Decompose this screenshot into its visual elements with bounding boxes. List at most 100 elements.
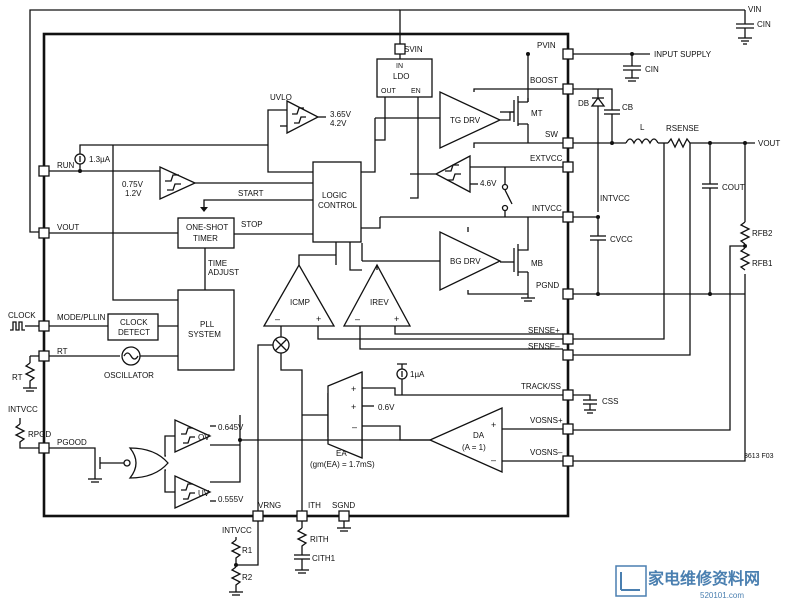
rsense-label: RSENSE — [666, 124, 699, 133]
ss-current-label: 1µA — [410, 370, 425, 379]
cin-label: CIN — [645, 65, 659, 74]
pgnd-label: PGND — [536, 281, 559, 290]
svg-text:–: – — [355, 314, 360, 324]
icmp-label: ICMP — [290, 298, 310, 307]
track-ss-label: TRACK/SS — [521, 382, 561, 391]
vosns-n-label: VOSNS– — [530, 448, 563, 457]
rt-label: RT — [12, 373, 23, 382]
ldo-en-label: EN — [411, 88, 421, 95]
pin-pvin — [562, 48, 574, 60]
ea-label: EA — [336, 449, 347, 458]
uvlo-v1-label: 3.65V — [330, 110, 352, 119]
irev-comparator — [342, 263, 412, 327]
oneshot-label-2: TIMER — [193, 234, 218, 243]
rfb2-label: RFB2 — [752, 229, 773, 238]
svg-text:–: – — [275, 314, 280, 324]
uv-label: UV — [198, 489, 210, 498]
run-current-label: 1.3µA — [89, 155, 111, 164]
run-v2-label: 1.2V — [125, 189, 142, 198]
logic-control — [312, 161, 362, 243]
pgood-label: PGOOD — [57, 438, 87, 447]
rith-label: RITH — [310, 535, 329, 544]
vrng-label: VRNG — [258, 501, 281, 510]
input-supply-label: INPUT SUPPLY — [654, 50, 712, 59]
pin-vrng — [252, 510, 264, 522]
pll-system — [177, 289, 235, 371]
irev-label: IREV — [370, 298, 389, 307]
run-v1-label: 0.75V — [122, 180, 144, 189]
mode-pllin-label: MODE/PLLIN — [57, 313, 106, 322]
extvcc-label: EXTVCC — [530, 154, 563, 163]
watermark: 家电维修资料网 520101.com — [615, 565, 760, 600]
l-label: L — [640, 123, 645, 132]
intvcc-left-label: INTVCC — [8, 405, 38, 414]
clock-detect — [107, 313, 159, 341]
one-shot-timer — [177, 217, 235, 249]
boost-label: BOOST — [530, 76, 558, 85]
uvlo-v2-label: 4.2V — [330, 119, 347, 128]
tg-drv — [439, 90, 502, 150]
vosns-p-label: VOSNS+ — [530, 416, 563, 425]
pin-vout — [38, 227, 50, 239]
vin-rail: VIN CIN — [29, 5, 771, 233]
rpgd-resistor — [14, 423, 39, 449]
da-label: DA — [473, 431, 485, 440]
ldo-block — [376, 58, 433, 98]
r2-label: R2 — [242, 573, 253, 582]
sense-p-label: SENSE+ — [528, 326, 560, 335]
extvcc-v-label: 4.6V — [480, 179, 497, 188]
svin-label: SVIN — [404, 45, 423, 54]
cin-top-label: CIN — [757, 20, 771, 29]
mt-label: MT — [531, 109, 543, 118]
mosfet-mb: MB — [500, 244, 543, 302]
icmp-comparator — [262, 263, 336, 327]
mosfet-mt: MT — [500, 54, 543, 143]
rfb1-label: RFB1 — [752, 259, 773, 268]
pin-vosns-p — [562, 423, 574, 435]
svg-text:–: – — [491, 455, 496, 465]
extvcc-comparator — [434, 154, 471, 194]
svg-text:+: + — [351, 402, 356, 412]
uvlo-label: UVLO — [270, 93, 292, 102]
time-adjust-2: ADJUST — [208, 268, 239, 277]
oscillator-label: OSCILLATOR — [104, 371, 154, 380]
sw-label: SW — [545, 130, 558, 139]
sgnd-label: SGND — [332, 501, 355, 510]
pin-pgnd — [562, 288, 574, 300]
vout-pin-label: VOUT — [57, 223, 79, 232]
r1-resistor — [230, 539, 242, 565]
clock-detect-label-1: CLOCK — [120, 318, 148, 327]
rfb1-resistor — [739, 247, 751, 271]
r2-resistor — [230, 566, 242, 592]
pin-boost — [562, 83, 574, 95]
vin-label: VIN — [748, 5, 762, 14]
inductor-l — [625, 138, 659, 145]
svg-text:+: + — [491, 420, 496, 430]
time-adjust-1: TIME — [208, 259, 227, 268]
cb-label: CB — [622, 103, 633, 112]
rsense-resistor — [667, 137, 691, 149]
svg-text:+: + — [394, 314, 399, 324]
ea-ref-label: 0.6V — [378, 403, 395, 412]
cvcc-label: CVCC — [610, 235, 633, 244]
svg-text:+: + — [316, 314, 321, 324]
pll-label-1: PLL — [200, 320, 215, 329]
pll-label-2: SYSTEM — [188, 330, 221, 339]
db-diode — [590, 96, 606, 107]
ldo-out-label: OUT — [381, 88, 397, 95]
run-label: RUN — [57, 161, 75, 170]
ldo-in-label: IN — [396, 63, 403, 70]
ov-ref-label: 0.645V — [218, 423, 244, 432]
rt-pin-label: RT — [57, 347, 68, 356]
rith-resistor — [296, 527, 308, 555]
vout-out-label: VOUT — [758, 139, 780, 148]
css-label: CSS — [602, 397, 618, 406]
pin-pgood — [38, 442, 50, 454]
code-label: 3613 F03 — [744, 453, 774, 460]
clock-label: CLOCK — [8, 311, 36, 320]
da-gain-label: (A = 1) — [462, 443, 486, 452]
ov-label: OV — [198, 433, 210, 442]
pin-sense-p — [562, 333, 574, 345]
pin-sense-n — [562, 349, 574, 361]
